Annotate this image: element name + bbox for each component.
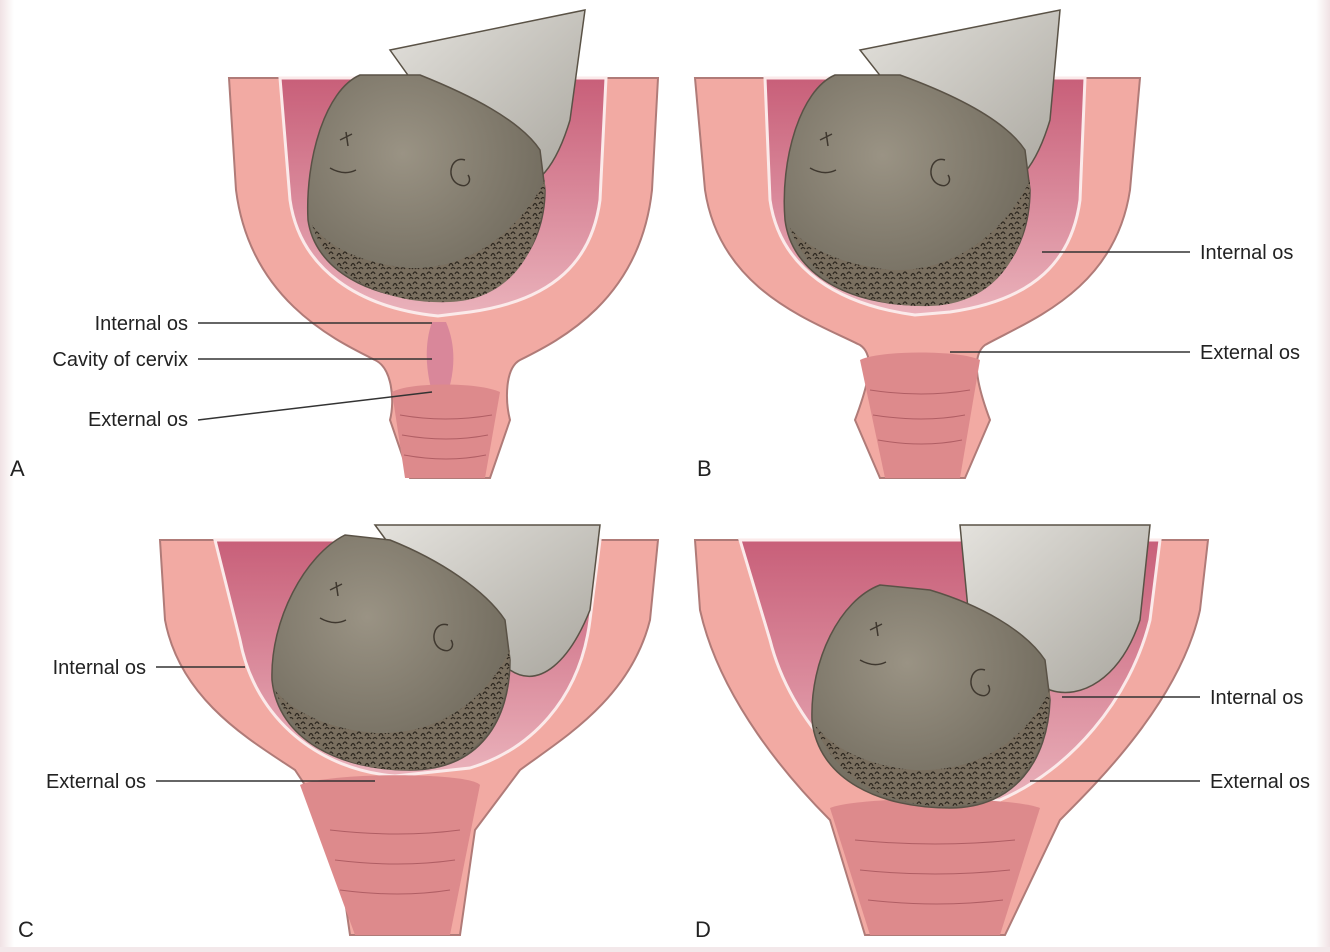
label-external-os-b: External os [1200, 342, 1300, 364]
cervical-canal-a [427, 322, 454, 392]
vagina-c [300, 775, 480, 935]
panel-d: Internal os External os D [695, 525, 1310, 942]
label-external-os-c: External os [46, 771, 146, 793]
label-internal-os-b: Internal os [1200, 242, 1293, 264]
panel-b: Internal os External os B [695, 10, 1300, 481]
label-external-os-a: External os [88, 409, 188, 431]
vagina-a [392, 385, 500, 479]
panel-letter-c: C [18, 917, 34, 942]
panel-c: Internal os External os C [18, 525, 658, 942]
panel-letter-b: B [697, 456, 712, 481]
label-internal-os-d: Internal os [1210, 687, 1303, 709]
label-internal-os-c: Internal os [53, 657, 146, 679]
panel-a: Internal os Cavity of cervix External os… [10, 10, 658, 481]
label-external-os-d: External os [1210, 771, 1310, 793]
panel-letter-d: D [695, 917, 711, 942]
panel-letter-a: A [10, 456, 25, 481]
label-internal-os-a: Internal os [95, 313, 188, 335]
label-cavity-of-cervix-a: Cavity of cervix [52, 349, 188, 371]
